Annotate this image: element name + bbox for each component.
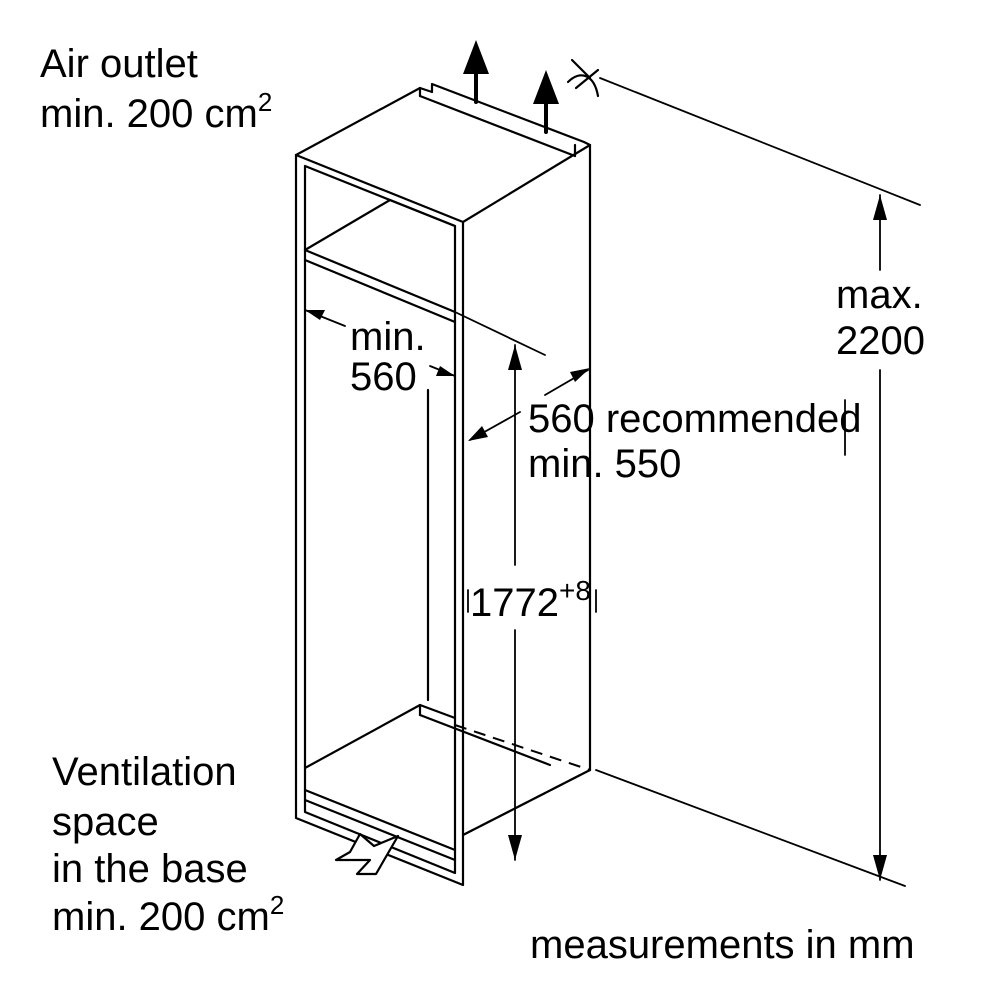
depth-dimension [468,368,591,441]
ventilation-text-2: space [52,800,159,844]
air-outlet-text-1: Air outlet [40,42,198,86]
depth-text-1: 560 recommended [528,397,862,441]
air-outlet-text-2: min. 200 cm2 [40,87,272,136]
air-outlet-arrows [463,40,600,134]
units-note: measurements in mm [530,923,915,967]
ventilation-text-1: Ventilation [52,750,237,794]
cabinet-outline [294,82,592,887]
niche-height-dimension [467,344,597,861]
max-height-dimension [595,77,921,887]
max-height-text-1: max. [836,273,923,317]
depth-label: 560 recommended min. 550 [528,397,862,486]
max-height-label: max. 2200 [836,273,925,363]
niche-height-text: 1772+8 [470,575,591,625]
width-text-2: 560 [350,355,417,399]
air-outlet-label: Air outlet min. 200 cm2 [40,42,272,136]
width-text-1: min. [350,315,426,359]
width-dimension [304,309,546,377]
width-label: min. 560 [350,315,426,399]
ventilation-label: Ventilation space in the base min. 200 c… [52,750,284,939]
depth-text-2: min. 550 [528,442,681,486]
max-height-text-2: 2200 [836,319,925,363]
ventilation-text-3: in the base [52,847,248,891]
niche-height-label: 1772+8 [470,575,591,625]
ventilation-text-4: min. 200 cm2 [52,890,284,939]
base-inlet-arrow [334,832,400,876]
